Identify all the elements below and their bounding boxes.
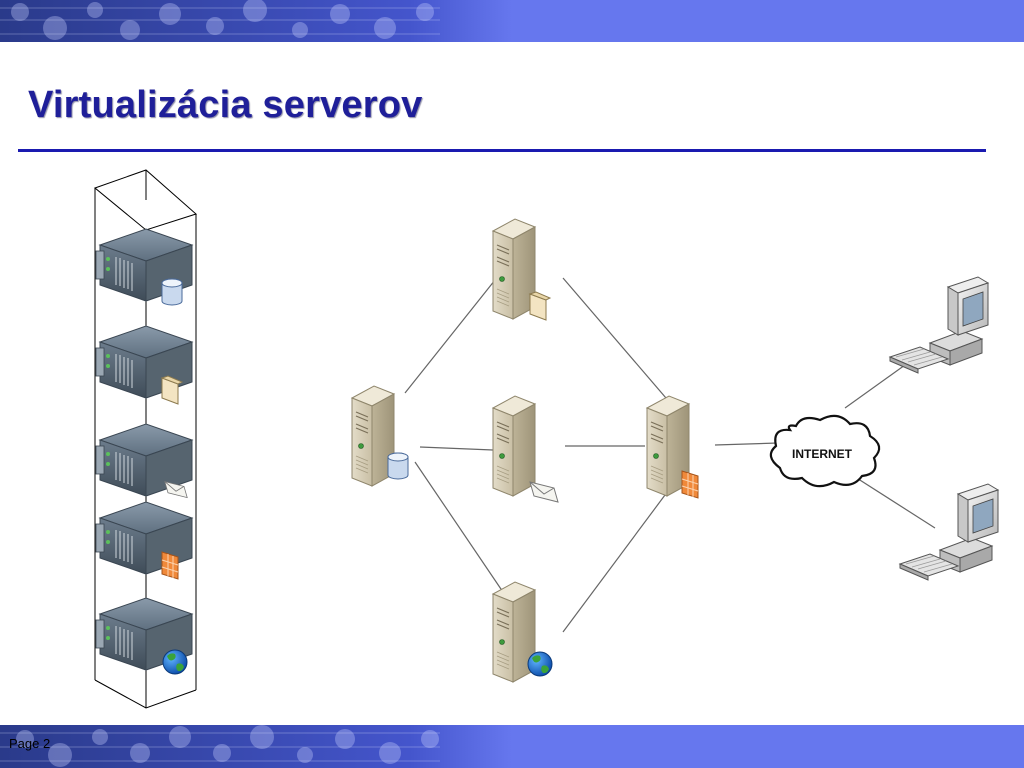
- header-band: [0, 0, 1024, 42]
- rack-server-database: [95, 228, 193, 306]
- client-workstation-2: [899, 483, 999, 581]
- internet-label: INTERNET: [792, 447, 853, 461]
- rack-server-file: [95, 325, 193, 405]
- footer-band: [0, 725, 1024, 768]
- network-server-file: [492, 218, 551, 321]
- network-server-database: [351, 385, 409, 487]
- rack-server-firewall: [95, 501, 193, 580]
- network-server-mail: [492, 395, 559, 503]
- page-title: Virtualizácia serverov: [28, 84, 423, 126]
- rack-server-mail: [95, 423, 193, 499]
- page-number: Page 2: [9, 736, 51, 751]
- internet-cloud: INTERNET: [769, 414, 881, 488]
- network-server-firewall: [646, 395, 699, 499]
- rack-server-web: [95, 597, 193, 675]
- network-server-web: [492, 581, 553, 683]
- title-divider: [18, 149, 986, 152]
- server-virtualization-diagram: INTERNET: [93, 169, 999, 709]
- client-workstation-1: [889, 276, 989, 374]
